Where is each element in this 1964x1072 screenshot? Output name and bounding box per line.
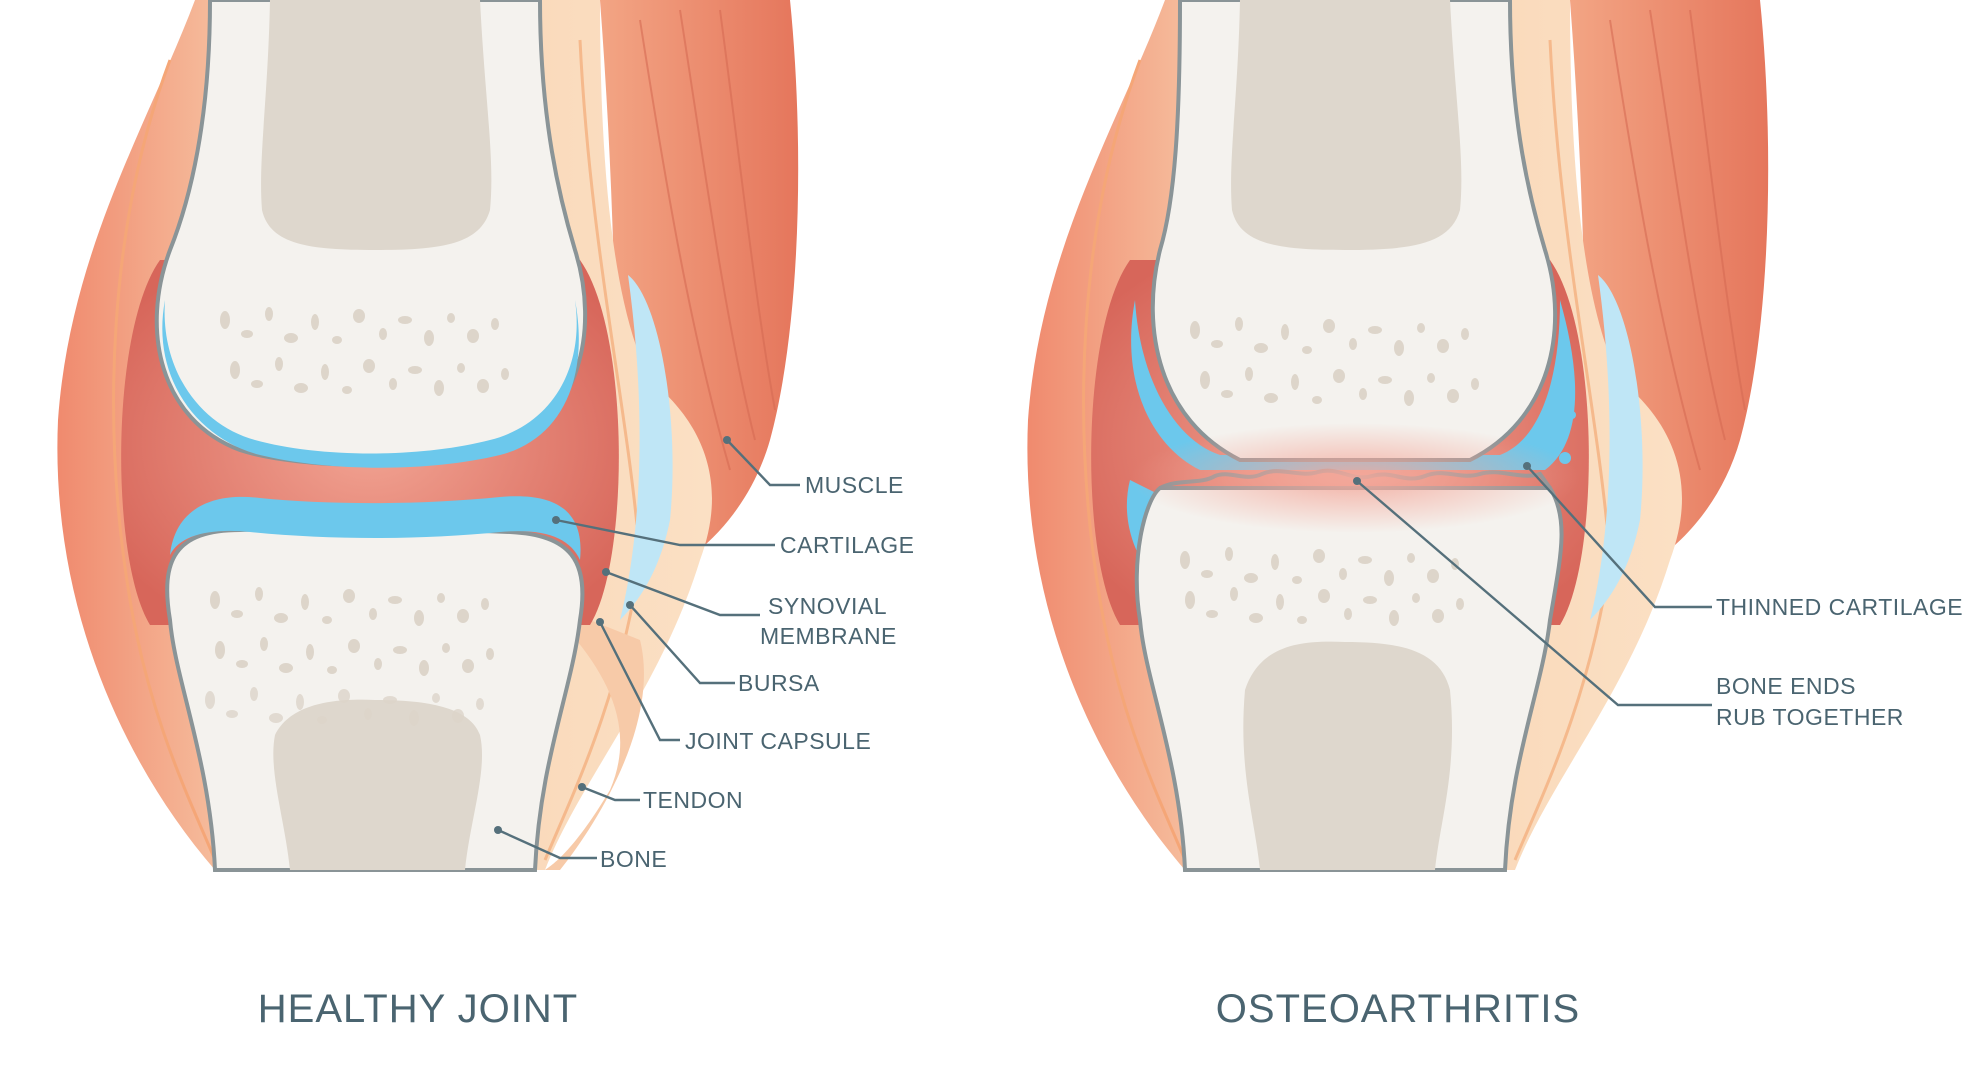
label-bone: BONE (600, 846, 667, 872)
label-thinned-cartilage: THINNED CARTILAGE (1716, 594, 1963, 620)
caption-osteoarthritis: OSTEOARTHRITIS (1216, 987, 1580, 1031)
label-synovial-2: MEMBRANE (760, 623, 897, 649)
healthy-bursa (620, 275, 673, 620)
label-joint-capsule: JOINT CAPSULE (685, 728, 871, 754)
label-cartilage: CARTILAGE (780, 532, 914, 558)
label-bone-ends-2: RUB TOGETHER (1716, 704, 1904, 730)
caption-healthy-joint: HEALTHY JOINT (258, 987, 578, 1031)
osteoarthritis-illustration (1027, 0, 1769, 872)
osteo-lower-marrow (1243, 641, 1453, 870)
label-synovial-1: SYNOVIAL (768, 593, 887, 619)
osteo-labels: THINNED CARTILAGE BONE ENDS RUB TOGETHER (1353, 462, 1963, 730)
healthy-joint-illustration (57, 0, 799, 872)
label-tendon: TENDON (643, 787, 743, 813)
osteo-upper-marrow (1231, 0, 1462, 250)
healthy-lower-marrow (273, 699, 483, 870)
label-muscle: MUSCLE (805, 472, 904, 498)
healthy-tendon (540, 600, 644, 870)
osteo-bursa (1590, 275, 1643, 620)
healthy-lower-cartilage (170, 496, 581, 560)
healthy-labels: MUSCLE CARTILAGE SYNOVIAL MEMBRANE BURSA… (494, 436, 914, 872)
label-bone-ends-1: BONE ENDS (1716, 673, 1856, 699)
healthy-upper-marrow (261, 0, 492, 250)
label-bursa: BURSA (738, 670, 820, 696)
